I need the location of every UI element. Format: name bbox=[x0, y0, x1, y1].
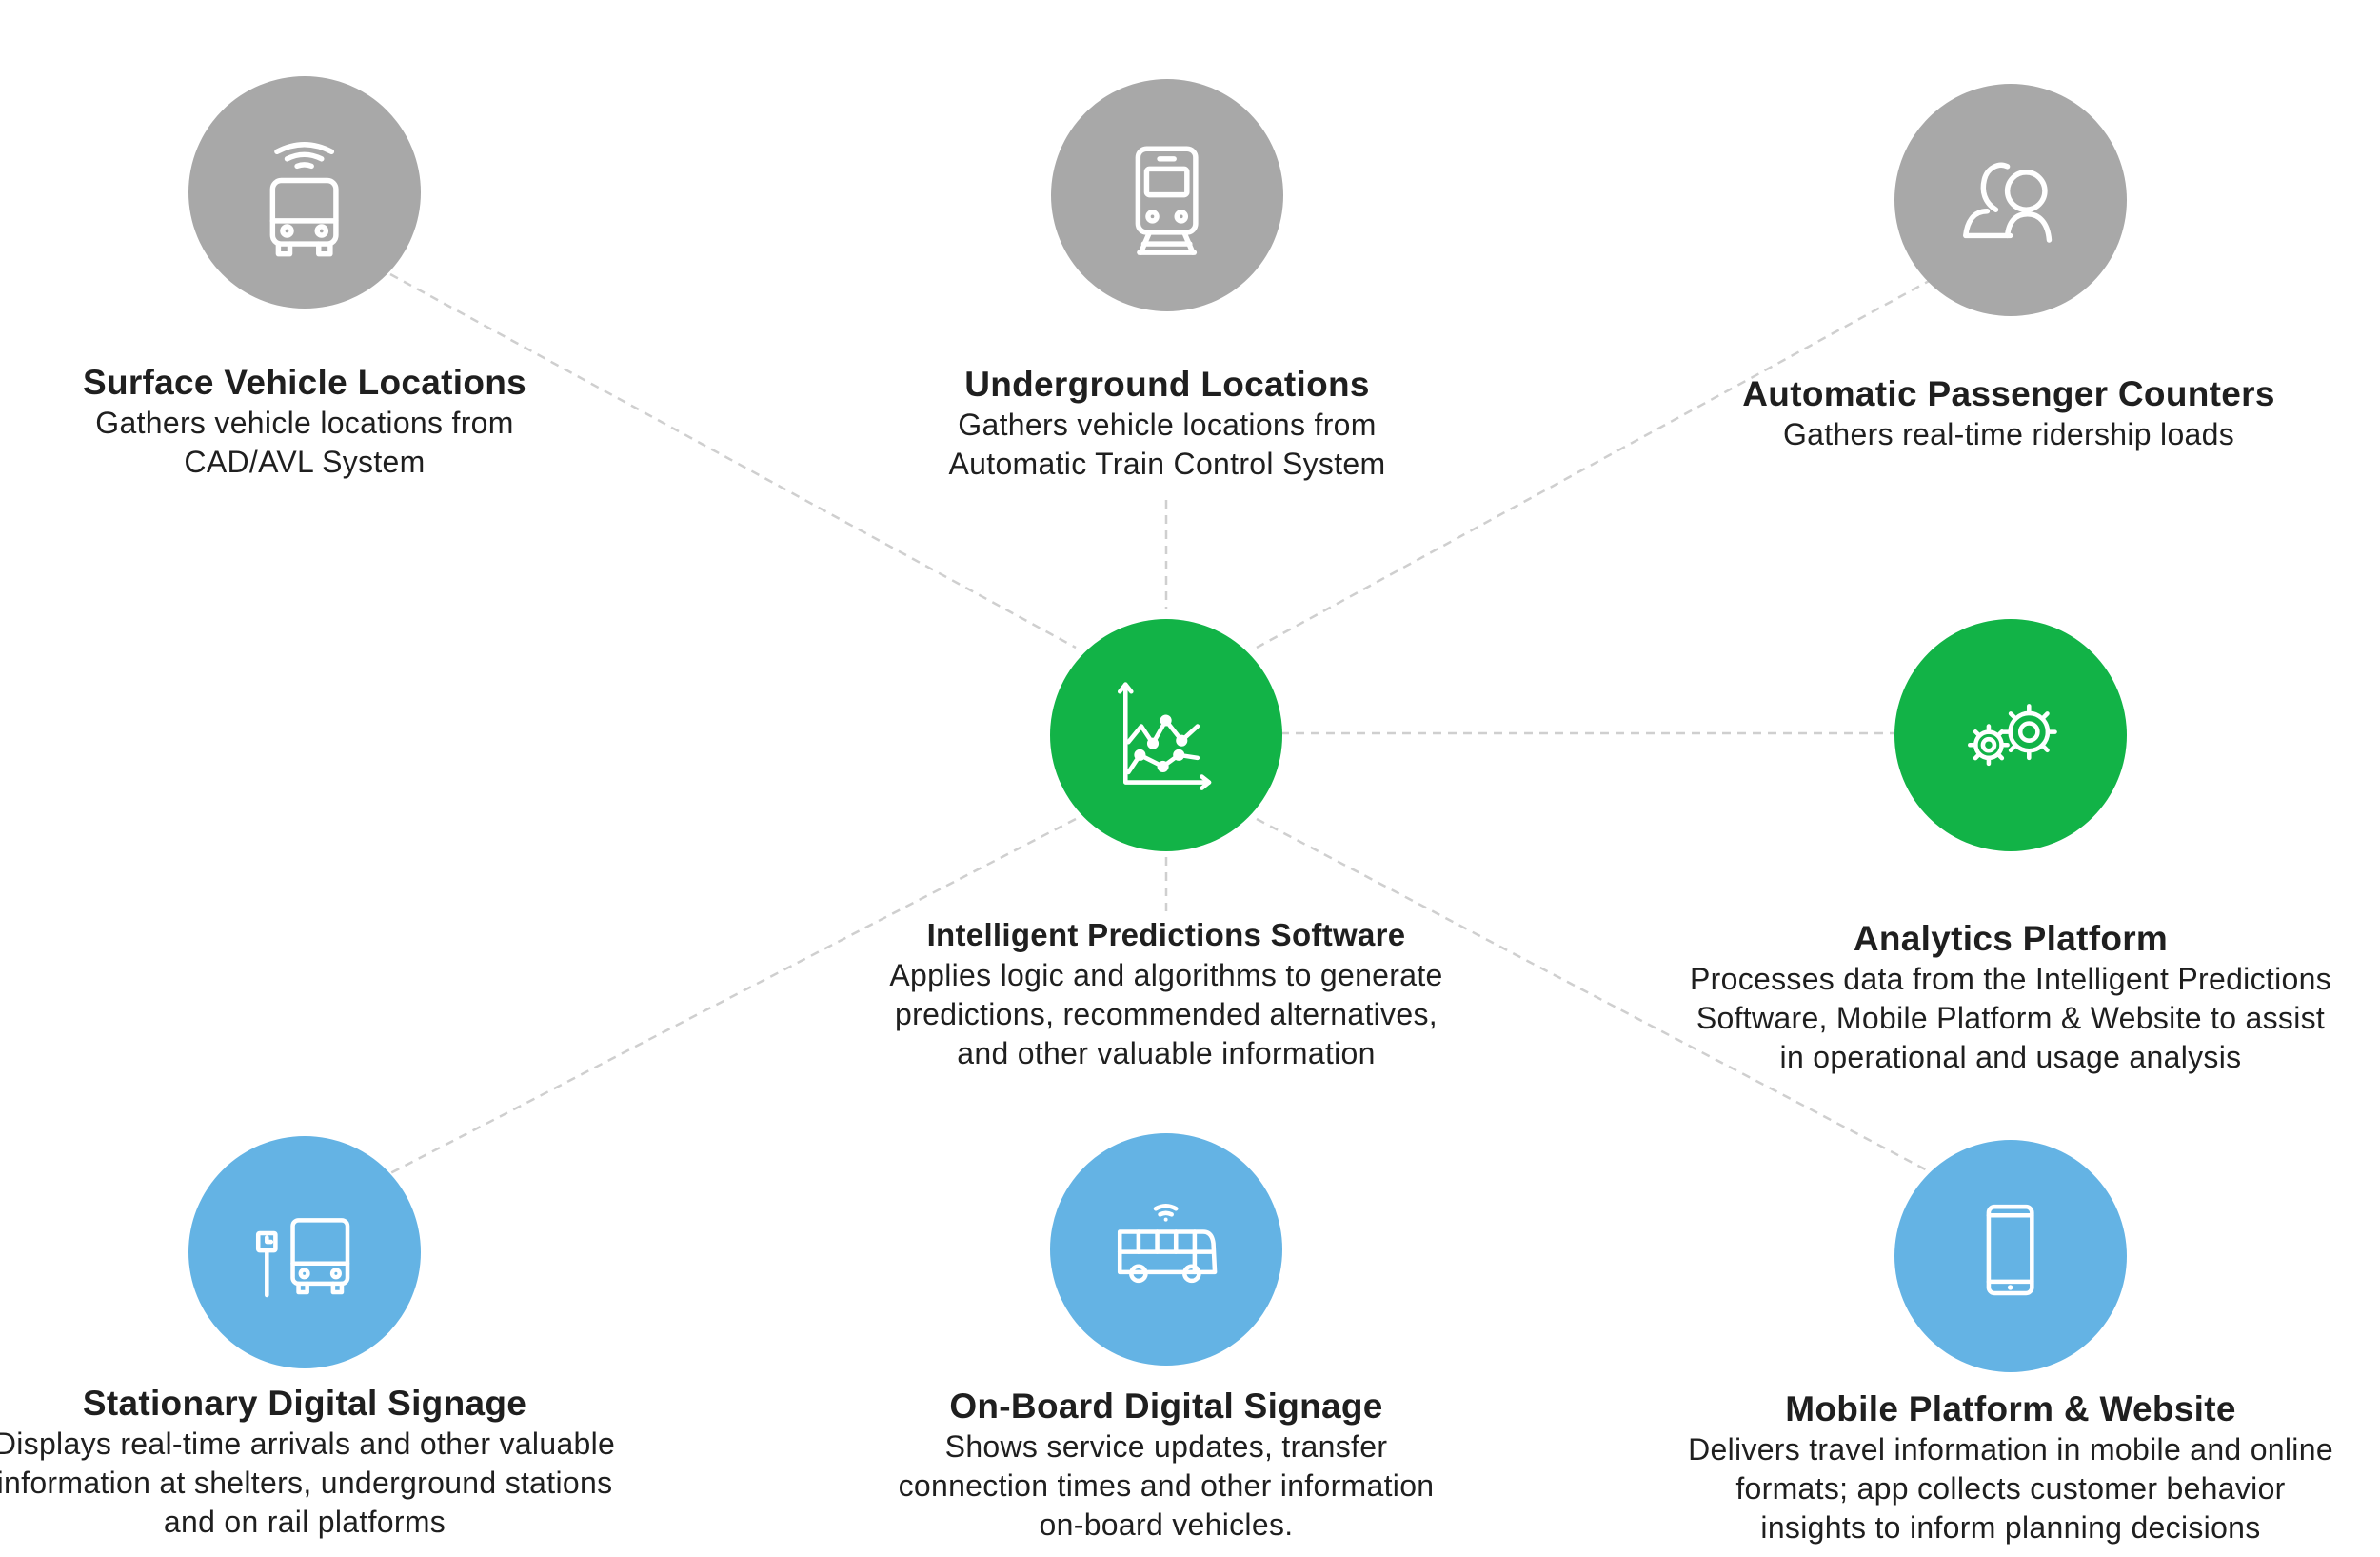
bus-side-wifi-icon bbox=[1118, 1204, 1218, 1284]
connector-apc bbox=[1256, 277, 1934, 649]
intelligent-predictions-node bbox=[1050, 619, 1282, 851]
underground-desc: Gathers vehicle locations from Automatic… bbox=[948, 408, 1386, 481]
analytics-platform-node bbox=[1894, 619, 2127, 851]
stationary-signage-desc: Displays real-time arrivals and other va… bbox=[0, 1427, 616, 1539]
surface-vehicle-caption: Surface Vehicle Locations Gathers vehicl… bbox=[38, 362, 571, 482]
stationary-signage-title: Stationary Digital Signage bbox=[82, 1384, 527, 1423]
passenger-counters-node bbox=[1894, 84, 2127, 316]
people-icon bbox=[1963, 162, 2053, 244]
smartphone-icon bbox=[1987, 1205, 2034, 1296]
mobile-platform-caption: Mobile Platform & Website Delivers trave… bbox=[1658, 1388, 2363, 1547]
stationary-signage-caption: Stationary Digital Signage Displays real… bbox=[0, 1383, 628, 1542]
connector-stationary bbox=[389, 817, 1077, 1175]
intelligent-predictions-title: Intelligent Predictions Software bbox=[926, 917, 1406, 952]
mobile-platform-desc: Delivers travel information in mobile an… bbox=[1688, 1432, 2333, 1545]
analytics-platform-caption: Analytics Platform Processes data from t… bbox=[1658, 918, 2363, 1077]
passenger-counters-desc: Gathers real-time ridership loads bbox=[1782, 417, 2235, 451]
surface-vehicle-desc: Gathers vehicle locations from CAD/AVL S… bbox=[95, 406, 514, 479]
onboard-signage-caption: On-Board Digital Signage Shows service u… bbox=[852, 1386, 1480, 1545]
mobile-platform-title: Mobile Platform & Website bbox=[1785, 1389, 2236, 1428]
underground-caption: Underground Locations Gathers vehicle lo… bbox=[891, 364, 1443, 484]
passenger-counters-title: Automatic Passenger Counters bbox=[1742, 374, 2275, 413]
surface-vehicle-node bbox=[188, 76, 421, 309]
passenger-counters-caption: Automatic Passenger Counters Gathers rea… bbox=[1704, 373, 2313, 454]
onboard-signage-title: On-Board Digital Signage bbox=[949, 1387, 1383, 1426]
analytics-platform-title: Analytics Platform bbox=[1853, 919, 2169, 958]
intelligent-predictions-desc: Applies logic and algorithms to generate… bbox=[889, 958, 1443, 1070]
onboard-signage-node bbox=[1050, 1133, 1282, 1366]
train-icon bbox=[1136, 146, 1199, 256]
onboard-signage-desc: Shows service updates, transfer connecti… bbox=[898, 1429, 1435, 1542]
line-chart-icon bbox=[1118, 682, 1212, 791]
connector-mobile bbox=[1256, 817, 1934, 1175]
gears-icon bbox=[1968, 704, 2058, 767]
intelligent-predictions-caption: Intelligent Predictions Software Applies… bbox=[852, 914, 1480, 1073]
analytics-platform-desc: Processes data from the Intelligent Pred… bbox=[1690, 962, 2331, 1074]
connector-surface bbox=[389, 272, 1077, 649]
underground-title: Underground Locations bbox=[964, 365, 1370, 404]
bus-stop-icon bbox=[256, 1218, 350, 1298]
bus-wifi-icon bbox=[269, 142, 339, 257]
stationary-signage-node bbox=[188, 1136, 421, 1368]
underground-node bbox=[1051, 79, 1283, 311]
mobile-platform-node bbox=[1894, 1140, 2127, 1372]
surface-vehicle-title: Surface Vehicle Locations bbox=[82, 363, 527, 402]
